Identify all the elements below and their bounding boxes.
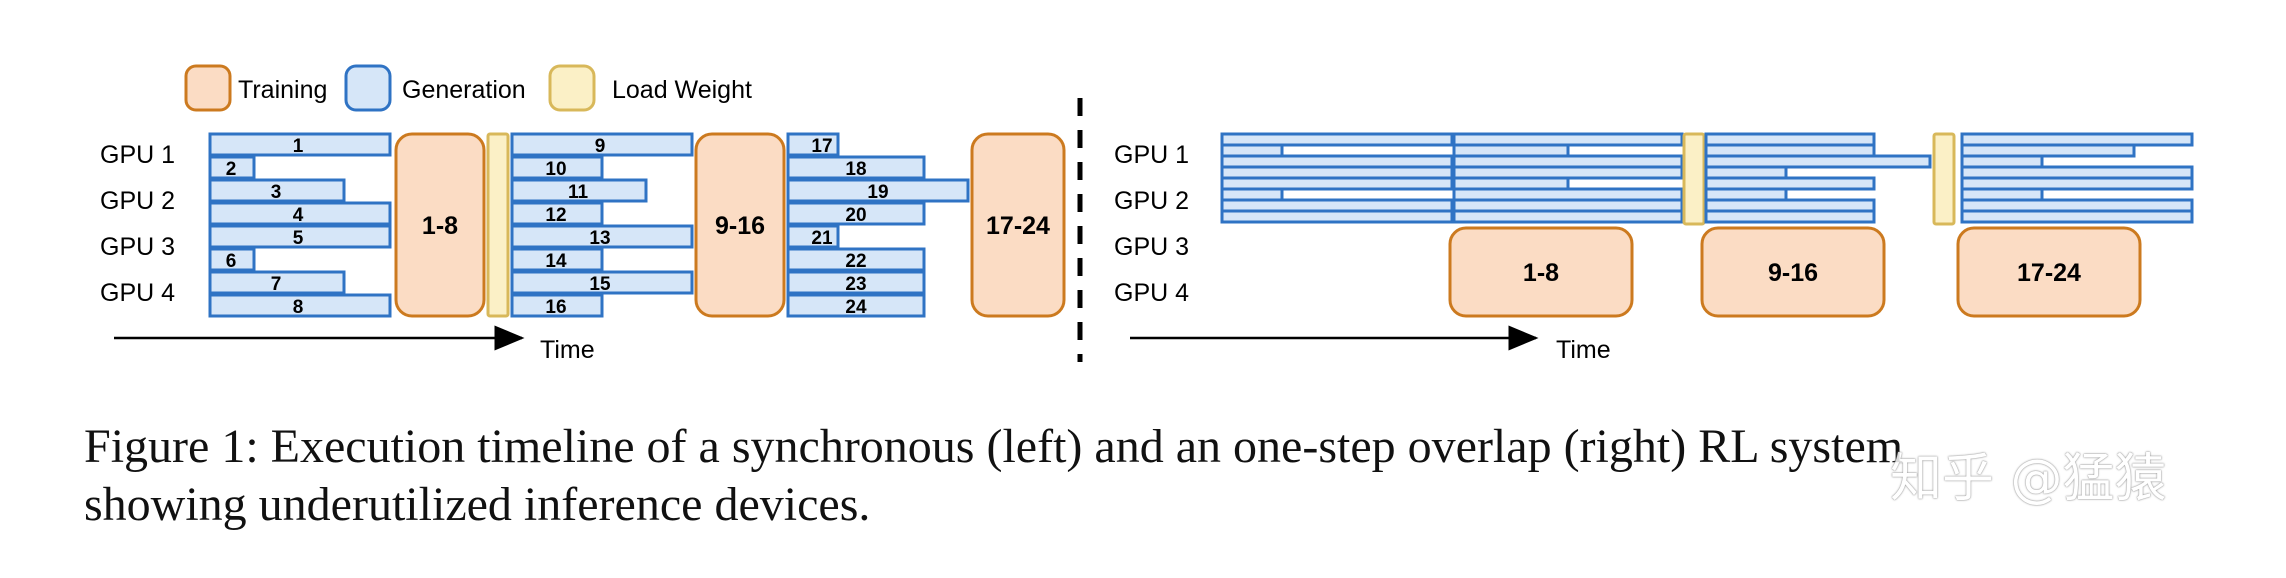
overlap-time-label: Time	[1556, 336, 1611, 364]
overlap-load-weight-2	[1932, 132, 1956, 226]
legend-training-label: Training	[238, 76, 327, 104]
timeline-diagram: Training Generation Load Weight GPU 1 GP…	[100, 64, 2194, 364]
figure-caption: Figure 1: Execution timeline of a synchr…	[84, 418, 2224, 534]
overlap-training-block-3	[1956, 226, 2142, 318]
sync-gen-label-20: 20	[845, 205, 866, 226]
sync-gen-label-24: 24	[845, 297, 867, 318]
watermark: 知乎 @猛猿	[1890, 449, 2167, 509]
sync-gen-label-1: 1	[293, 136, 304, 157]
sync-gpu-2-label: GPU 2	[100, 187, 175, 215]
sync-gen-label-23: 23	[845, 274, 866, 295]
sync-gen-label-3: 3	[271, 182, 282, 203]
overlap-generation-phase-4	[1960, 132, 2194, 224]
sync-generation-batch-3: 17 18 19 20 21 22 23 24	[786, 132, 970, 318]
legend-training-swatch	[184, 64, 232, 112]
sync-gpu-4-label: GPU 4	[100, 279, 175, 307]
sync-gen-label-2: 2	[226, 159, 237, 180]
overlap-gpu-3-label: GPU 3	[1114, 233, 1189, 261]
overlap-training-block-2	[1700, 226, 1886, 318]
sync-gen-label-22: 22	[845, 251, 866, 272]
overlap-training-label-2: 9-16	[1768, 259, 1818, 287]
sync-gen-label-4: 4	[293, 205, 304, 226]
legend-load-weight-label: Load Weight	[612, 76, 752, 104]
overlap-gpu-1-label: GPU 1	[1114, 141, 1189, 169]
overlap-generation-phase-3	[1704, 132, 1932, 224]
sync-gen-label-18: 18	[845, 159, 866, 180]
sync-gen-label-10: 10	[545, 159, 566, 180]
sync-gen-label-12: 12	[545, 205, 566, 226]
sync-gen-label-8: 8	[293, 297, 304, 318]
sync-training-label-3: 17-24	[986, 212, 1050, 240]
sync-generation-batch-1: 1 2 3 4 5 6 7 8	[208, 132, 392, 318]
sync-time-label: Time	[540, 336, 595, 364]
sync-gen-label-14: 14	[545, 251, 567, 272]
sync-gen-label-21: 21	[811, 228, 833, 249]
sync-gen-label-15: 15	[589, 274, 611, 295]
sync-generation-batch-2: 9 10 11 12 13 14 15 16	[510, 132, 694, 318]
overlap-training-block-1	[1448, 226, 1634, 318]
sync-training-block-1	[394, 132, 486, 318]
sync-gpu-1-label: GPU 1	[100, 141, 175, 169]
sync-gen-label-5: 5	[293, 228, 304, 249]
legend-generation-label: Generation	[402, 76, 526, 104]
overlap-load-weight-1	[1682, 132, 1706, 226]
legend: Training Generation Load Weight	[184, 64, 752, 112]
overlap-gpu-labels: GPU 1 GPU 2 GPU 3 GPU 4	[1114, 141, 1189, 307]
sync-gen-label-13: 13	[589, 228, 610, 249]
overlap-training-label-1: 1-8	[1523, 259, 1559, 287]
sync-gen-label-9: 9	[595, 136, 606, 157]
sync-load-weight-1	[486, 132, 510, 318]
caption-line-2: showing underutilized inference devices.	[84, 478, 871, 531]
overlap-generation-phase-2	[1452, 132, 1684, 224]
overlap-training-label-3: 17-24	[2017, 259, 2081, 287]
sync-training-label-1: 1-8	[422, 212, 458, 240]
caption-line-1: Figure 1: Execution timeline of a synchr…	[84, 420, 1904, 473]
sync-gen-label-17: 17	[811, 136, 832, 157]
sync-gen-label-19: 19	[867, 182, 888, 203]
sync-gen-label-11: 11	[568, 182, 589, 203]
sync-training-block-3	[970, 132, 1066, 318]
sync-gen-label-16: 16	[545, 297, 566, 318]
sync-training-block-2	[694, 132, 786, 318]
legend-generation-swatch	[344, 64, 392, 112]
overlap-gpu-4-label: GPU 4	[1114, 279, 1189, 307]
sync-gpu-3-label: GPU 3	[100, 233, 175, 261]
overlap-gpu-2-label: GPU 2	[1114, 187, 1189, 215]
overlap-generation-phase-1	[1220, 132, 1454, 224]
sync-gen-label-6: 6	[226, 251, 237, 272]
sync-gen-label-7: 7	[271, 274, 282, 295]
sync-gpu-labels: GPU 1 GPU 2 GPU 3 GPU 4	[100, 141, 175, 307]
legend-load-weight-swatch	[548, 64, 596, 112]
sync-training-label-2: 9-16	[715, 212, 765, 240]
